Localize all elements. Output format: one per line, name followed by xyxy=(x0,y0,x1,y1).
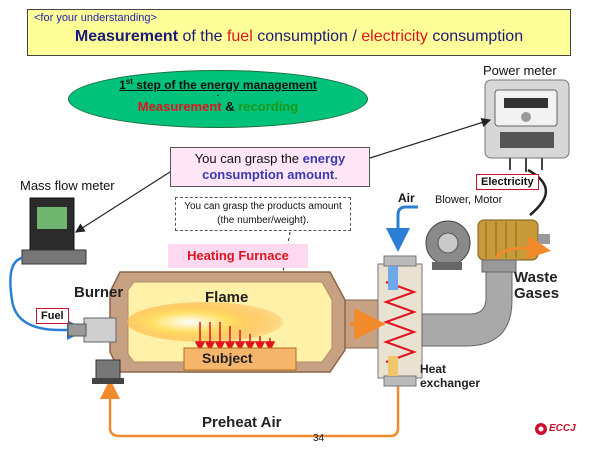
flame-shape xyxy=(127,302,283,342)
title-electricity: electricity xyxy=(361,28,428,45)
title-box: <for your understanding> Measurement of … xyxy=(27,9,571,56)
step-number: 1 xyxy=(119,78,126,92)
mass-flow-meter-label: Mass flow meter xyxy=(20,178,115,193)
subject-block xyxy=(183,347,297,371)
title-tag: <for your understanding> xyxy=(34,12,157,24)
step-measurement: Measurement xyxy=(137,99,222,114)
air-arrow xyxy=(386,205,418,252)
fuel-label: Fuel xyxy=(36,308,69,324)
fuel-pipe xyxy=(9,256,87,340)
heat-exchanger-line2: exchanger xyxy=(420,376,481,390)
electricity-label: Electricity xyxy=(476,174,539,190)
waste-gas-duct xyxy=(421,269,513,347)
step-text: step of the energy management xyxy=(132,78,317,92)
grasp-energy-text3: . xyxy=(334,167,338,182)
title-fuel: fuel xyxy=(226,28,253,45)
eccj-logo xyxy=(535,423,547,435)
eccj-logo-text: ECCJ xyxy=(549,423,576,434)
heat-exchanger-icon xyxy=(377,255,423,387)
products-amount-box: You can grasp the products amount (the n… xyxy=(175,197,351,231)
arrow-to-power-meter xyxy=(369,117,492,159)
first-step-heading: 1st step of the energy management xyxy=(69,77,367,92)
energy-consumption-box: You can grasp the energy consumption amo… xyxy=(170,147,370,187)
air-label: Air xyxy=(398,191,415,205)
motor-icon xyxy=(477,219,550,261)
burner-label: Burner xyxy=(74,284,124,301)
heat-arrows xyxy=(194,322,276,352)
blower-icon xyxy=(425,220,471,270)
title-consumption: consumption xyxy=(427,28,524,45)
preheat-air-loop xyxy=(100,379,400,438)
blower-motor-label: Blower, Motor xyxy=(435,194,503,206)
grasp-energy-text1: You can grasp the xyxy=(194,151,303,166)
power-meter-label: Power meter xyxy=(483,63,557,78)
preheat-air-label: Preheat Air xyxy=(202,414,282,431)
waste-gas-arrow xyxy=(494,235,551,260)
title-consumption-slash: consumption / xyxy=(252,28,362,45)
step-ordinal: st xyxy=(125,77,133,86)
step-dash: - xyxy=(216,90,220,100)
duct-flange xyxy=(481,259,517,273)
waste-gases-line2: Gases xyxy=(514,285,560,302)
first-step-ellipse: 1st step of the energy management - Meas… xyxy=(68,70,368,128)
step-recording: recording xyxy=(238,99,299,114)
title-of-the: of the xyxy=(178,28,227,45)
waste-gases-line1: Waste xyxy=(514,269,558,286)
page-number: 34 xyxy=(313,433,325,444)
page-title: Measurement of the fuel consumption / el… xyxy=(28,28,570,46)
flame-label: Flame xyxy=(205,289,249,306)
step-subtitle: Measurement & recording xyxy=(69,99,367,114)
heating-furnace-label: Heating Furnace xyxy=(168,244,308,268)
arrow-to-mass-flow-meter xyxy=(74,171,171,233)
mass-flow-meter-icon xyxy=(21,197,87,265)
title-measurement: Measurement xyxy=(74,28,179,45)
power-meter-icon xyxy=(484,79,570,172)
step-amp: & xyxy=(221,99,239,114)
subject-label: Subject xyxy=(202,350,253,366)
grasp-energy-highlight: energy consumption amount xyxy=(202,151,346,182)
heat-exchanger-line1: Heat xyxy=(420,362,447,376)
burner-icon xyxy=(67,317,124,384)
